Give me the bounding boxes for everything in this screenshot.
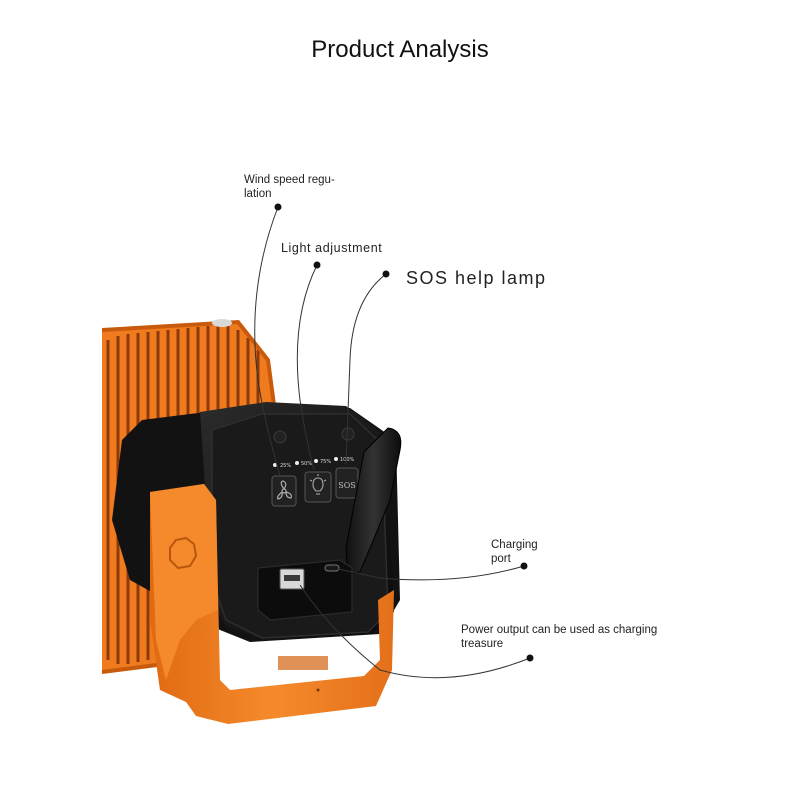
charging-dot	[520, 562, 528, 570]
light-button[interactable]	[304, 471, 332, 503]
callout-sos-text: SOS help lamp	[406, 268, 547, 288]
callout-light-text: Light adjustment	[281, 241, 383, 255]
power-dot	[526, 654, 534, 662]
indicator-dot	[334, 457, 338, 461]
callout-sos-lamp: SOS help lamp	[406, 268, 547, 290]
orange-stand	[150, 484, 394, 724]
page-title: Product Analysis	[311, 36, 489, 63]
sos-dot	[382, 270, 390, 278]
usb-port[interactable]	[279, 568, 305, 590]
fan-speed-button[interactable]	[271, 475, 297, 507]
indicator-dot	[314, 459, 318, 463]
indicator-75: 75%	[320, 459, 331, 465]
indicator-dot	[273, 463, 277, 467]
indicator-100: 100%	[340, 457, 355, 463]
indicator-50: 50%	[301, 461, 312, 467]
light-leader-line	[296, 264, 318, 471]
sos-button-label: SOS	[338, 481, 356, 490]
power-leader-line	[299, 584, 531, 679]
sos-button[interactable]: SOS	[335, 467, 359, 499]
callout-charging-text: Charging port	[491, 539, 538, 565]
callout-power-output: Power output can be used as charging tre…	[461, 624, 691, 652]
charging-leader-line	[337, 565, 525, 581]
callout-light-adjustment: Light adjustment	[281, 241, 382, 256]
indicator-25: 25%	[280, 463, 291, 469]
bulb-icon	[309, 474, 327, 495]
fan-icon	[276, 480, 293, 500]
usb-c-port[interactable]	[324, 564, 340, 572]
wind-leader-line	[254, 206, 281, 477]
light-dot	[313, 261, 321, 269]
callout-charging-port: Charging port	[491, 539, 571, 567]
callout-dots	[274, 203, 534, 662]
callout-power-text: Power output can be used as charging tre…	[461, 624, 658, 650]
sos-leader-line	[345, 273, 387, 465]
port-panel	[257, 559, 353, 621]
callout-wind-speed: Wind speed regu- lation	[244, 174, 354, 202]
indicator-dot	[295, 461, 299, 465]
battery-indicator-row: 25% 50% 75% 100%	[273, 457, 355, 469]
callout-leaders	[254, 206, 531, 679]
callout-wind-speed-text: Wind speed regu- lation	[244, 174, 335, 200]
wind-dot	[274, 203, 282, 211]
